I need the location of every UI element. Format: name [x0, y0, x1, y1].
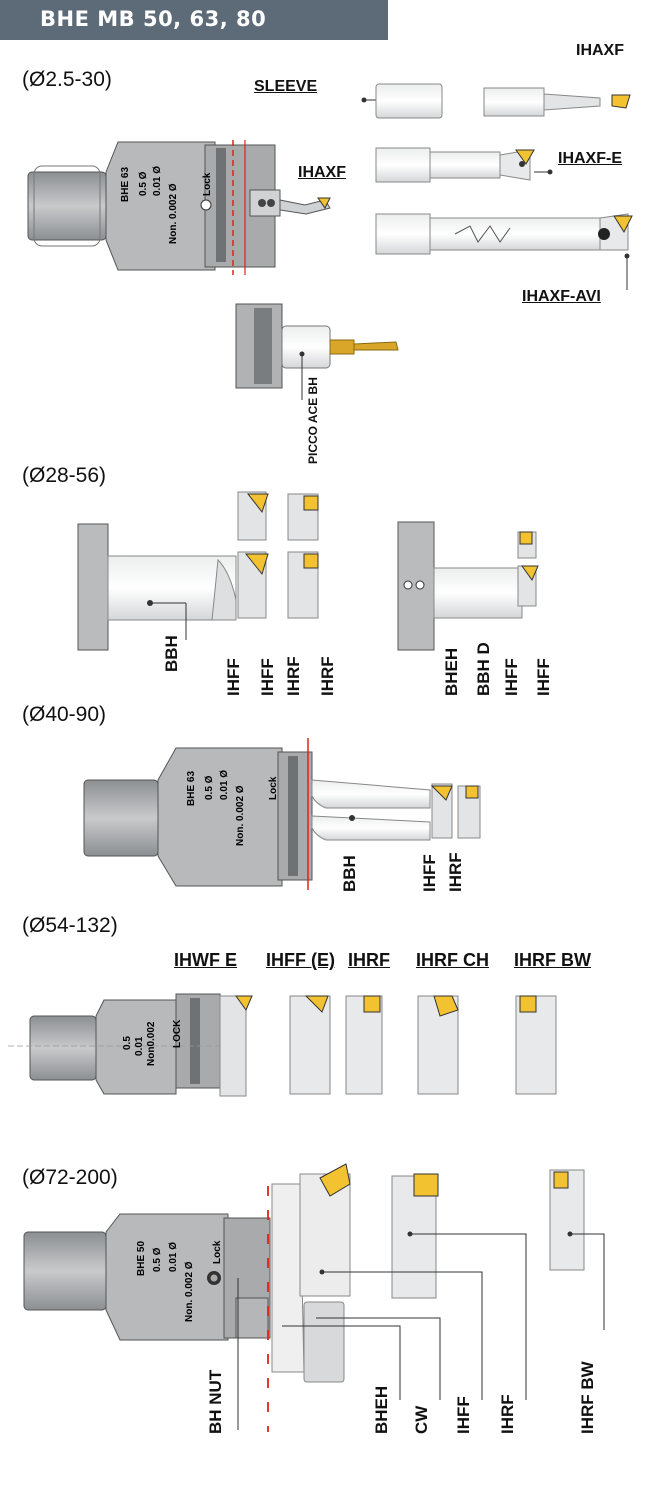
- s3-mark-lock: Lock: [268, 776, 279, 800]
- s3-mark-001: 0.01 Ø: [219, 770, 230, 800]
- s3-mark-non: Non. 0.002 Ø: [235, 785, 246, 846]
- range-heading: (Ø72-200): [22, 1166, 118, 1189]
- label-ihff: IHFF: [534, 658, 553, 696]
- head-mark-non: Non. 0.002 Ø: [168, 183, 179, 244]
- s5-mark-05: 0.5 Ø: [152, 1247, 163, 1272]
- label-ihaxf: IHAXF: [298, 164, 346, 181]
- section3-boring-head: [83, 738, 481, 890]
- section5-head-marks: BHE 50 0.5 Ø 0.01 Ø Non. 0.002 Ø Lock: [136, 1240, 223, 1322]
- head-mark-05: 0.5 Ø: [138, 171, 149, 196]
- label-ihrf: IHRF: [284, 656, 303, 696]
- title-banner: BHE MB 50, 63, 80: [0, 0, 388, 40]
- s5-mark-lock: Lock: [212, 1240, 223, 1264]
- head-mark-001: 0.01 Ø: [152, 166, 163, 196]
- s4-mark-001: 0.01: [134, 1036, 145, 1056]
- section2-right-assembly: [397, 521, 539, 651]
- page-title: BHE MB 50, 63, 80: [40, 7, 267, 31]
- label-cw: CW: [412, 1405, 431, 1434]
- label-ihrf-ch: IHRF CH: [416, 950, 489, 970]
- range-heading: (Ø54-132): [22, 914, 118, 937]
- section2-left-assembly: [77, 491, 319, 651]
- label-ihff: IHFF: [502, 658, 521, 696]
- label-ihrf: IHRF: [446, 852, 465, 892]
- label-picco-ace: PICCO ACE BH: [306, 377, 320, 464]
- picco-ace-holder: [235, 303, 399, 400]
- section4-head-marks: 0.5 0.01 Non0.002 LOCK: [122, 1019, 183, 1066]
- label-ihff: IHFF: [258, 658, 277, 696]
- label-ihaxf-avi: IHAXF-AVI: [522, 288, 601, 305]
- label-bheh: BHEH: [372, 1385, 391, 1434]
- s3-mark-bhe63: BHE 63: [186, 771, 197, 806]
- s4-mark-lock: LOCK: [172, 1019, 183, 1048]
- label-ihwf-e: IHWF E: [174, 950, 237, 970]
- label-bbh-d: BBH D: [474, 642, 493, 696]
- head-mark-bhe63: BHE 63: [120, 167, 131, 202]
- label-ihff: IHFF: [224, 658, 243, 696]
- label-bbh: BBH: [162, 635, 181, 672]
- section5-boring-head: [23, 1163, 605, 1432]
- s5-mark-non: Non. 0.002 Ø: [184, 1261, 195, 1322]
- label-ihrf-bw: IHRF BW: [578, 1361, 597, 1434]
- section1-boring-head: [27, 140, 331, 275]
- section4-boring-head: [8, 993, 557, 1097]
- head-mark-lock: Lock: [202, 172, 213, 196]
- s4-mark-05: 0.5: [122, 1036, 133, 1050]
- label-ihff-e: IHFF (E): [266, 950, 335, 970]
- label-ihrf-bw: IHRF BW: [514, 950, 591, 970]
- section3-head-marks: BHE 63 0.5 Ø 0.01 Ø Non. 0.002 Ø Lock: [186, 770, 279, 846]
- label-ihff: IHFF: [454, 1396, 473, 1434]
- label-sleeve: SLEEVE: [254, 78, 318, 95]
- label-ihaxf-top: IHAXF: [576, 42, 624, 59]
- s5-mark-bhe50: BHE 50: [136, 1241, 147, 1276]
- label-ihrf: IHRF: [318, 656, 337, 696]
- label-ihrf: IHRF: [348, 950, 390, 970]
- s5-mark-001: 0.01 Ø: [168, 1242, 179, 1272]
- section1-head-marks: BHE 63 0.5 Ø 0.01 Ø Non. 0.002 Ø Lock: [120, 166, 213, 244]
- section1-tools: [361, 83, 633, 290]
- label-bheh: BHEH: [442, 647, 461, 696]
- s3-mark-05: 0.5 Ø: [204, 775, 215, 800]
- label-ihaxf-e: IHAXF-E: [558, 150, 622, 167]
- range-heading: (Ø2.5-30): [22, 68, 112, 91]
- label-ihff: IHFF: [420, 854, 439, 892]
- range-heading: (Ø28-56): [22, 464, 107, 487]
- label-bbh: BBH: [340, 855, 359, 892]
- label-ihrf: IHRF: [498, 1394, 517, 1434]
- range-heading: (Ø40-90): [22, 703, 107, 726]
- s4-mark-non: Non0.002: [146, 1021, 157, 1066]
- label-bh-nut: BH NUT: [206, 1369, 225, 1434]
